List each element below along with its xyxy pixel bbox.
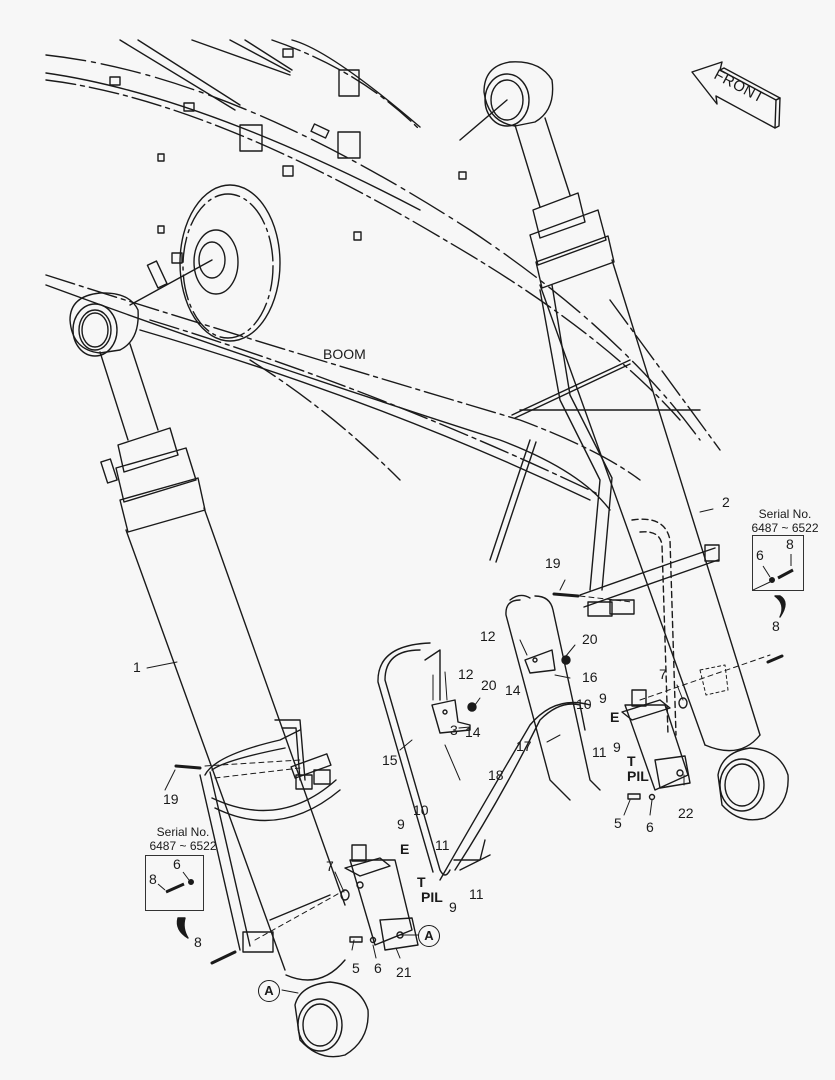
boom-brackets: [109, 48, 467, 289]
callout-19-right: 19: [545, 555, 561, 571]
callout-5-right: 5: [614, 815, 622, 831]
inset-pointer-left: [176, 917, 189, 939]
serial-inset-left-part-6: 6: [173, 856, 181, 872]
callout-9-d: 9: [449, 899, 457, 915]
port-pil-right: PIL: [627, 768, 649, 784]
callout-10-left: 10: [413, 802, 429, 818]
boom-pin-disc: [129, 184, 281, 342]
port-t-right: T: [627, 753, 636, 769]
serial-inset-right-line2: 6487 ~ 6522: [751, 521, 819, 535]
callout-11-c: 11: [469, 886, 484, 902]
callout-22: 22: [678, 805, 694, 821]
callout-9-b: 9: [613, 739, 621, 755]
callout-7-left: 7: [326, 858, 334, 874]
callout-9-a: 9: [599, 690, 607, 706]
serial-inset-left-line2: 6487 ~ 6522: [149, 839, 217, 853]
callout-5-left: 5: [352, 960, 360, 976]
callout-20-right: 20: [582, 631, 598, 647]
leader-lines: [146, 508, 714, 994]
valve-left: [340, 844, 419, 951]
callout-20-left: 20: [481, 677, 497, 693]
callout-7-right: 7: [659, 666, 667, 682]
callout-14-left: 14: [465, 724, 481, 740]
callout-21: 21: [396, 964, 412, 980]
serial-inset-right-part-6: 6: [756, 547, 764, 563]
port-e-left: E: [400, 841, 410, 857]
callout-9-c: 9: [397, 816, 405, 832]
serial-inset-left-line1: Serial No.: [156, 825, 210, 839]
cylinder-right: [459, 61, 789, 821]
ref-marker-a-cylinder: A: [258, 980, 280, 1002]
callout-15: 15: [382, 752, 398, 768]
callout-2: 2: [722, 494, 730, 510]
callout-18: 18: [488, 767, 504, 783]
port-e-right: E: [610, 709, 620, 725]
port-t-left: T: [417, 874, 426, 890]
cylinder-left: [69, 292, 369, 1058]
callout-8-right: 8: [772, 618, 780, 634]
ref-marker-a-valve: A: [418, 925, 440, 947]
callout-6-left: 6: [374, 960, 382, 976]
callout-6-right: 6: [646, 819, 654, 835]
boom-title: BOOM: [323, 346, 366, 362]
serial-inset-right-part-8: 8: [786, 536, 794, 552]
serial-inset-left-part-8: 8: [149, 871, 157, 887]
callout-3: 3: [450, 722, 458, 738]
callout-11-a: 11: [592, 744, 607, 760]
boom-outline: [45, 39, 721, 563]
callout-14-right: 14: [505, 682, 521, 698]
callout-12-right: 12: [480, 628, 496, 644]
callout-8-left: 8: [194, 934, 202, 950]
callout-1: 1: [133, 659, 141, 675]
callout-16: 16: [582, 669, 598, 685]
hose-brackets: [431, 639, 571, 734]
callout-10-right: 10: [576, 696, 592, 712]
front-arrow-icon: [691, 61, 781, 129]
callout-19-left: 19: [163, 791, 179, 807]
bolts: [158, 566, 794, 965]
callout-17: 17: [516, 738, 532, 754]
callout-12-left: 12: [458, 666, 474, 682]
callout-11-b: 11: [435, 837, 450, 853]
port-pil-left: PIL: [421, 889, 443, 905]
serial-inset-right-line1: Serial No.: [758, 507, 812, 521]
inset-pointer-right: [774, 595, 786, 618]
hoses: [377, 594, 601, 881]
